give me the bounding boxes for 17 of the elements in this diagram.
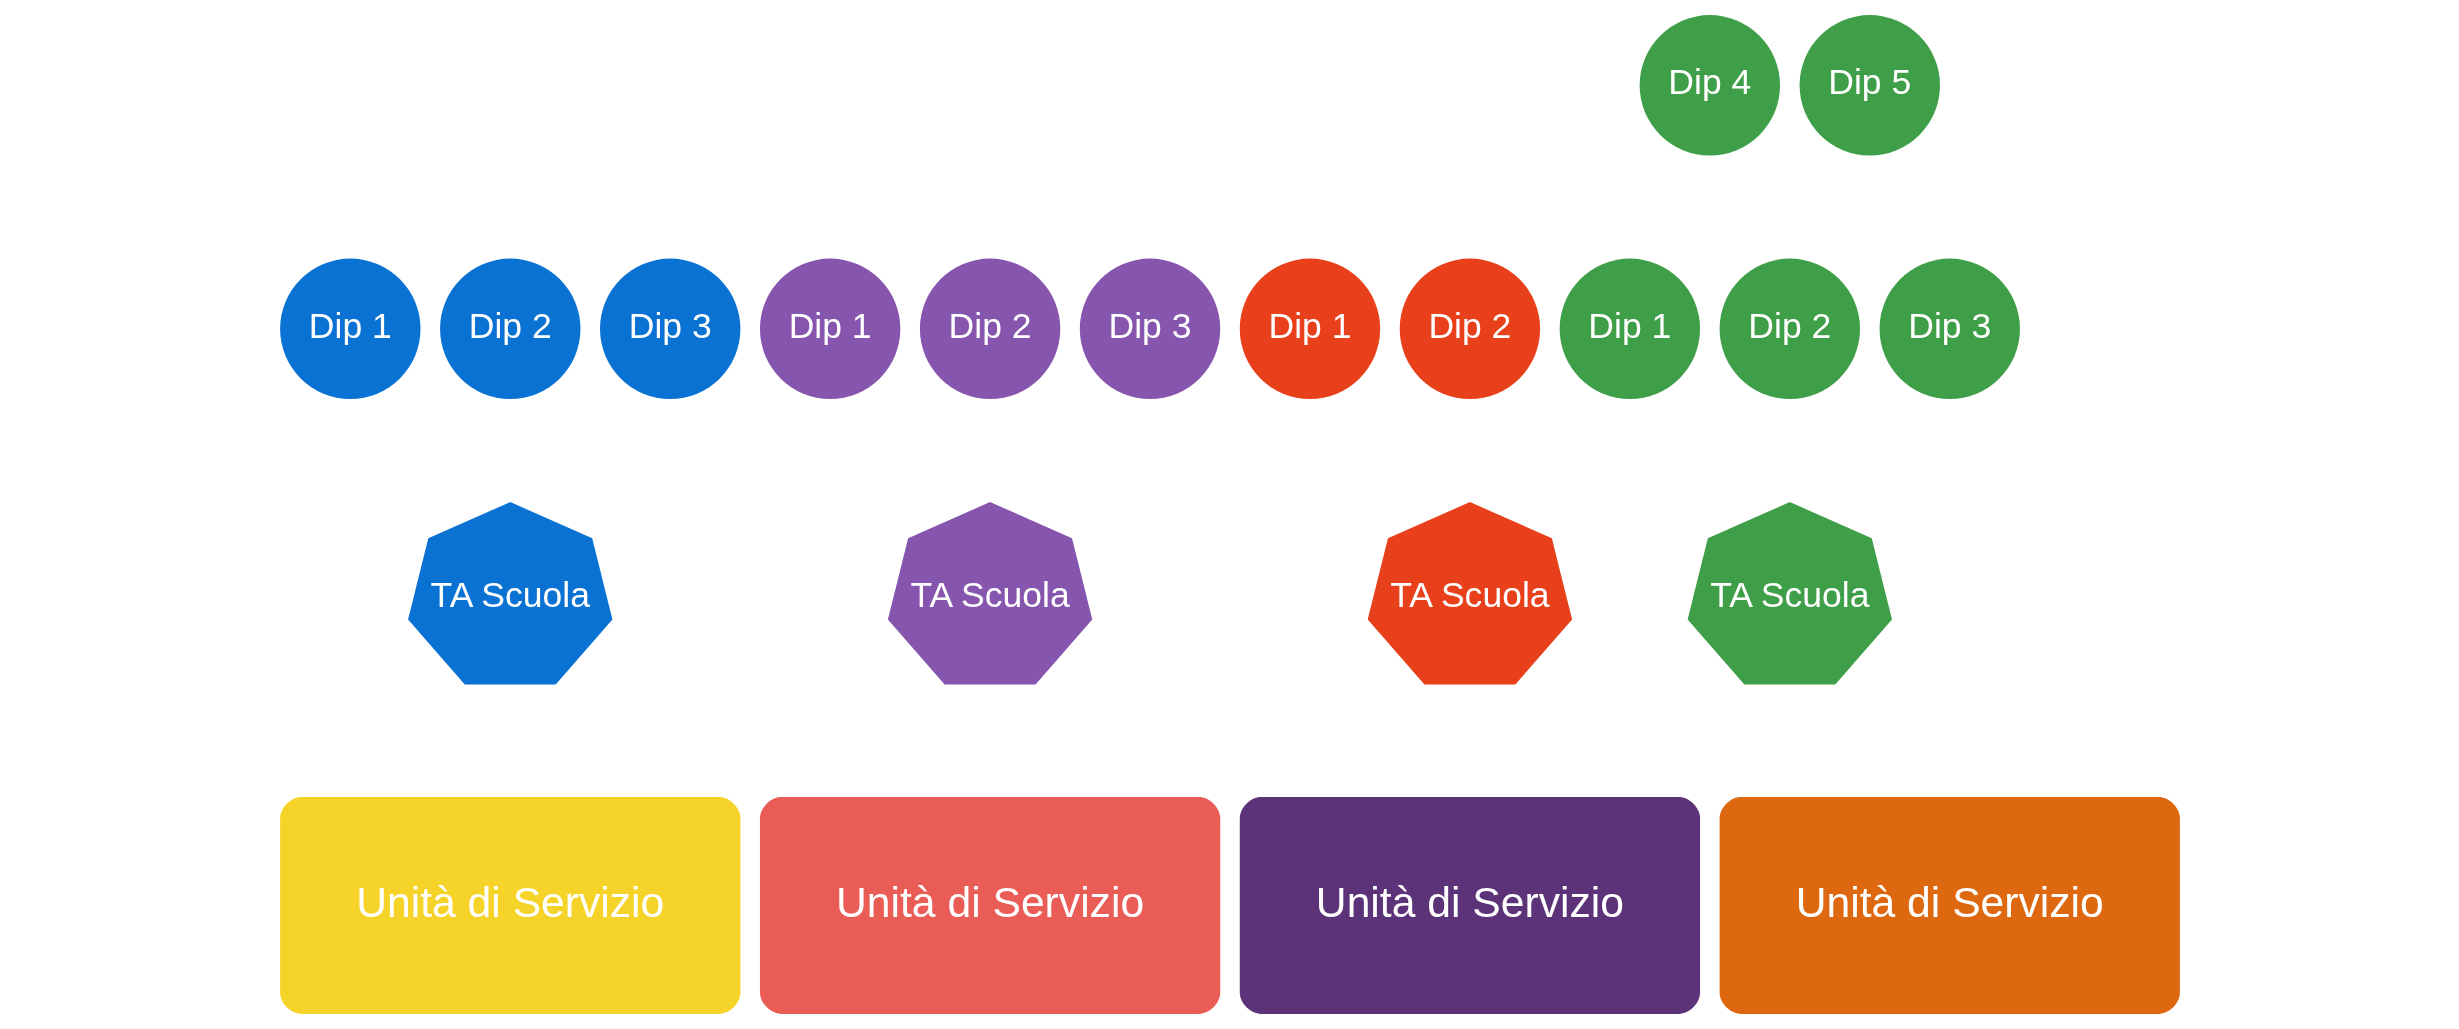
node-circle: Dip 2 (1399, 258, 1540, 399)
node-circle: Dip 3 (599, 258, 740, 399)
node-box: Unità di Servizio (759, 797, 1220, 1014)
node-circle: Dip 1 (1559, 258, 1700, 399)
node-circle: Dip 4 (1639, 15, 1780, 156)
node-box: Unità di Servizio (1719, 797, 2180, 1014)
node-circle: Dip 1 (759, 258, 900, 399)
node-circle: Dip 1 (1239, 258, 1380, 399)
node-circle: Dip 3 (1879, 258, 2020, 399)
node-circle: Dip 2 (1719, 258, 1860, 399)
node-circle: Dip 3 (1079, 258, 1220, 399)
node-circle: Dip 2 (439, 258, 580, 399)
node-box: Unità di Servizio (279, 797, 740, 1014)
node-circle: Dip 5 (1799, 15, 1940, 156)
node-box: Unità di Servizio (1239, 797, 1700, 1014)
node-circle: Dip 2 (919, 258, 1060, 399)
node-circle: Dip 1 (279, 258, 420, 399)
